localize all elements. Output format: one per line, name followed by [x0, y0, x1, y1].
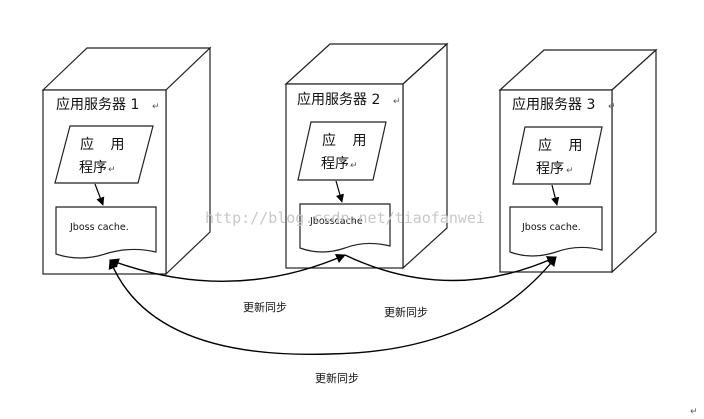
server-2-side-face: [402, 42, 448, 270]
server-2-cache-label: Jbosscache: [309, 216, 363, 227]
watermark: http://blog.csdn.net/tiaofanwei: [205, 209, 485, 227]
server-3-cache-doc: [509, 206, 603, 257]
server-1-cache-doc: [55, 206, 157, 259]
server-1-title: 应用服务器 1: [56, 96, 139, 113]
server-3-app-line2: 程序: [536, 161, 564, 177]
server-1-app-line2: 程序: [79, 160, 107, 176]
server-2-paragraph-mark: ↵: [393, 97, 401, 107]
sync-label-s2-s3: 更新同步: [384, 305, 428, 319]
server-2-app-line2: 程序: [321, 156, 349, 172]
server-1-app-mark: ↵: [108, 165, 116, 175]
server-2-app-box: [297, 121, 387, 181]
server-2-app-line1: 应 用: [322, 132, 372, 149]
server-2-title: 应用服务器 2: [297, 91, 380, 108]
footer-paragraph-mark: ↵: [690, 407, 698, 417]
server-2-app-to-cache-arrow: [335, 180, 344, 203]
server-1: 应用服务器 1 ↵ 应 用 程序 ↵ Jboss cache.: [41, 46, 212, 276]
server-3-app-to-cache-arrow: [551, 184, 560, 206]
server-2: 应用服务器 2 ↵ 应 用 程序 ↵ Jbosscache: [284, 42, 449, 270]
server-3-cache-label: Jboss cache.: [521, 222, 581, 233]
sync-label-s1-s3: 更新同步: [315, 371, 359, 385]
server-2-cache-doc: [299, 203, 391, 253]
server-1-app-line1: 应 用: [80, 136, 130, 153]
server-3: 应用服务器 3 ↵ 应 用 程序 ↵ Jboss cache.: [498, 48, 658, 274]
server-1-paragraph-mark: ↵: [152, 102, 160, 112]
server-3-app-mark: ↵: [566, 166, 574, 176]
server-3-app-line1: 应 用: [538, 137, 588, 154]
server-3-app-box: [512, 126, 603, 185]
server-3-side-face: [611, 48, 657, 274]
sync-curve-s1-s3: [108, 256, 557, 356]
server-1-app-to-cache-arrow: [94, 183, 105, 206]
server-1-app-box: [54, 125, 154, 184]
server-1-cache-label: Jboss cache.: [69, 222, 129, 233]
server-2-app-mark: ↵: [350, 161, 358, 171]
server-3-title: 应用服务器 3: [512, 96, 595, 113]
server-3-paragraph-mark: ↵: [608, 102, 616, 112]
sync-label-s1-s2: 更新同步: [243, 300, 287, 314]
